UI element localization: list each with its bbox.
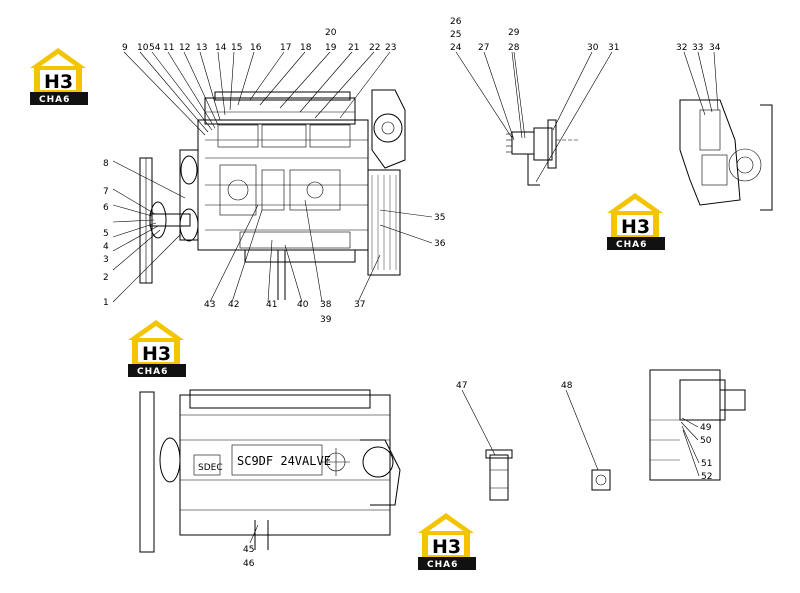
callout-1: 1	[103, 298, 109, 308]
logo-mark: H3	[142, 343, 171, 365]
callout-7: 7	[103, 187, 109, 197]
logo-subtitle: CHA6	[39, 95, 70, 105]
injection-pump-detail	[679, 99, 773, 211]
callout-32: 32	[676, 43, 687, 53]
callout-39: 39	[320, 315, 332, 325]
callout-34: 34	[709, 43, 721, 53]
callout-14: 14	[215, 43, 227, 53]
callout-36: 36	[434, 239, 446, 249]
callout-43: 43	[204, 300, 215, 310]
callout-5: 5	[103, 229, 109, 239]
brand-logo: H3 CHA6	[128, 320, 186, 377]
callout-4: 4	[103, 242, 109, 252]
housing-detail	[649, 369, 746, 481]
callout-25: 25	[450, 30, 461, 40]
callout-50: 50	[700, 436, 712, 446]
callout-10: 10	[137, 43, 149, 53]
callout-38: 38	[320, 300, 332, 310]
callout-11: 11	[163, 43, 174, 53]
callout-45: 45	[243, 545, 254, 555]
callout-24: 24	[450, 43, 462, 53]
callout-8: 8	[103, 159, 109, 169]
fuel-manifold-detail	[506, 119, 580, 186]
logo-subtitle: CHA6	[137, 367, 168, 377]
callout-18: 18	[300, 43, 312, 53]
callout-3: 3	[103, 255, 109, 265]
callout-16: 16	[250, 43, 262, 53]
callout-49: 49	[700, 423, 712, 433]
callout-47: 47	[456, 381, 467, 391]
callout-13: 13	[196, 43, 207, 53]
brand-logo: H3 CHA6	[418, 513, 476, 570]
callout-22: 22	[369, 43, 380, 53]
sensor-part	[591, 469, 611, 491]
callout-42: 42	[228, 300, 239, 310]
callout-37: 37	[354, 300, 365, 310]
callout-41: 41	[266, 300, 277, 310]
callout-52: 52	[701, 472, 712, 482]
callout-51: 51	[701, 459, 712, 469]
callout-35: 35	[434, 213, 445, 223]
leader-lines	[112, 51, 719, 544]
callout-12: 12	[179, 43, 190, 53]
callout-46: 46	[243, 559, 255, 569]
brand-logo: H3 CHA6	[607, 193, 665, 250]
callout-40: 40	[297, 300, 309, 310]
callout-29: 29	[508, 28, 520, 38]
callout-33: 33	[692, 43, 703, 53]
logo-mark: H3	[44, 71, 73, 93]
engine-side-view	[139, 89, 406, 300]
callout-21: 21	[348, 43, 359, 53]
callout-54: 54	[149, 43, 161, 53]
callout-6: 6	[103, 203, 109, 213]
logo-mark: H3	[621, 216, 650, 238]
callout-15: 15	[231, 43, 242, 53]
fuel-filter-part	[485, 449, 513, 501]
logo-subtitle: CHA6	[616, 240, 647, 250]
callout-48: 48	[561, 381, 573, 391]
callout-20: 20	[325, 28, 337, 38]
callout-30: 30	[587, 43, 599, 53]
logo-subtitle: CHA6	[427, 560, 458, 570]
engine-brand-mark: SDEC	[198, 463, 223, 473]
callout-31: 31	[608, 43, 619, 53]
callout-9: 9	[122, 43, 128, 53]
brand-logo: H3 CHA6	[30, 48, 88, 105]
callout-28: 28	[508, 43, 520, 53]
engine-front-view: SC9DF 24VALVE SDEC	[139, 389, 401, 553]
callout-2: 2	[103, 273, 109, 283]
callout-labels: 9 10 54 11 12 13 14 15 16 17 18 20 19 21…	[103, 17, 721, 569]
engine-model-label: SC9DF 24VALVE	[237, 454, 331, 468]
callout-26: 26	[450, 17, 462, 27]
callout-27: 27	[478, 43, 489, 53]
callout-19: 19	[325, 43, 337, 53]
callout-17: 17	[280, 43, 291, 53]
callout-23: 23	[385, 43, 396, 53]
logo-mark: H3	[432, 536, 461, 558]
